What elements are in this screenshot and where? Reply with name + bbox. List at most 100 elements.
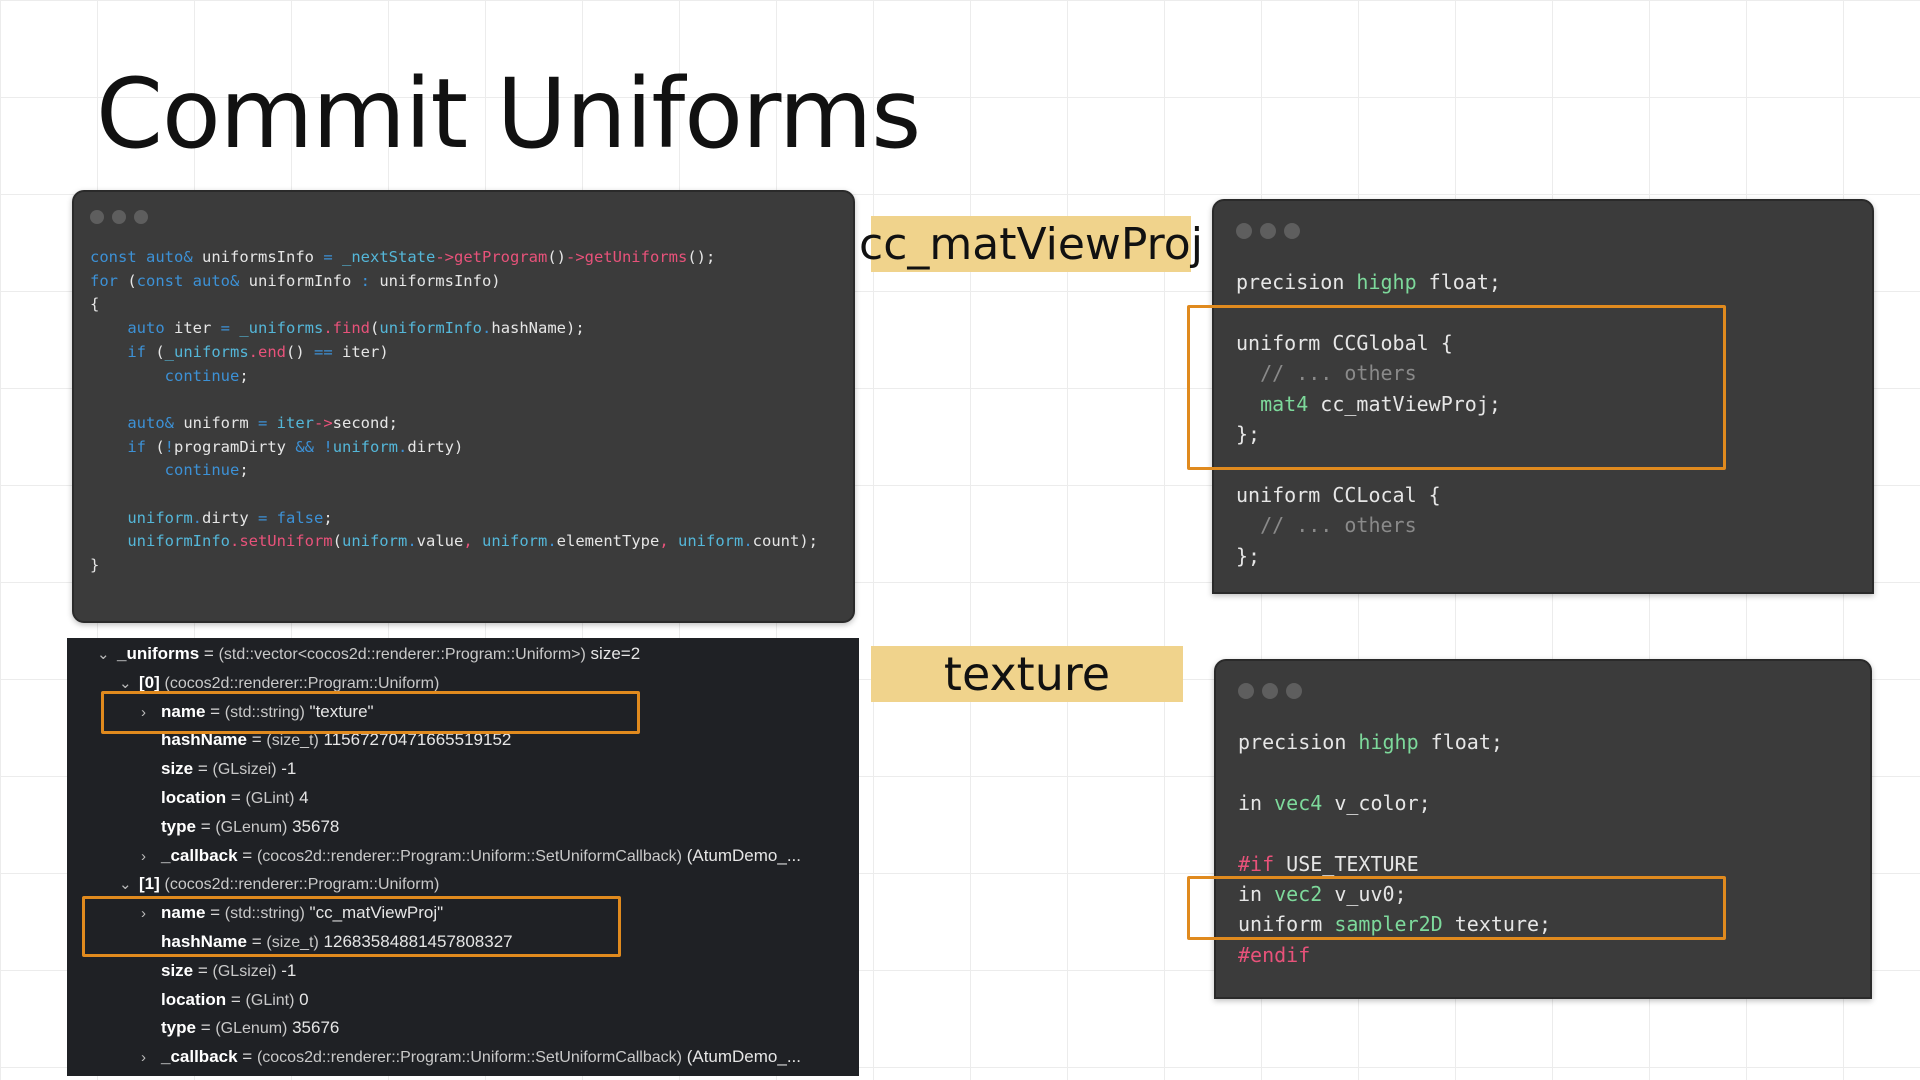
cpp-code-block: const auto& uniformsInfo = _nextState->g…: [90, 246, 818, 578]
debugger-row[interactable]: ›_callback = (cocos2d::renderer::Program…: [141, 842, 801, 870]
code-token: (: [155, 437, 165, 456]
debugger-key: [0]: [139, 672, 160, 692]
code-token: uniform: [332, 437, 399, 456]
code-line: continue;: [90, 461, 249, 479]
code-line: uniform sampler2D texture;: [1238, 912, 1551, 936]
code-token: texture;: [1454, 912, 1552, 937]
debugger-key: size: [161, 759, 194, 779]
code-line: for (const auto& uniformInfo : uniformsI…: [90, 272, 501, 290]
debugger-type: (GLenum): [215, 818, 288, 836]
debugger-row[interactable]: location = (GLint) 0: [141, 986, 309, 1014]
code-token: ;: [239, 461, 249, 480]
debugger-row[interactable]: hashName = (size_t) 11567270471665519152: [141, 726, 511, 754]
code-token: uniformInfo: [248, 271, 361, 290]
code-token: uniform CCGlobal {: [1236, 330, 1453, 355]
chevron-right-icon[interactable]: ›: [141, 847, 146, 865]
code-token: =: [323, 248, 342, 266]
debugger-value: 4: [294, 788, 309, 807]
chevron-down-icon[interactable]: ⌄: [119, 674, 132, 692]
code-line: // ... others: [1236, 513, 1417, 537]
debugger-row[interactable]: ›name = (std::string) "texture": [141, 698, 374, 726]
label-cc-matviewproj-text: cc_matViewProj: [859, 218, 1203, 270]
code-token: _uniforms: [164, 342, 249, 361]
debugger-value: 12683584881457808327: [318, 932, 513, 951]
chevron-right-icon[interactable]: ›: [141, 703, 146, 721]
code-token: =: [258, 508, 277, 527]
code-line: {: [90, 295, 99, 313]
code-line: in vec4 v_color;: [1238, 791, 1431, 815]
code-token: uniform CCLocal {: [1236, 482, 1441, 507]
code-line: }: [90, 556, 99, 574]
debugger-row[interactable]: location = (GLint) 4: [141, 784, 309, 812]
chevron-down-icon[interactable]: ⌄: [119, 876, 132, 894]
code-token: .: [407, 532, 417, 551]
code-token: &&: [295, 437, 324, 456]
code-token: (): [547, 248, 566, 266]
debugger-key: name: [161, 701, 206, 721]
debugger-key: type: [161, 816, 196, 836]
code-line: in vec2 v_uv0;: [1238, 882, 1407, 906]
code-token: iter: [276, 413, 314, 432]
debugger-type: (std::vector<cocos2d::renderer::Program:…: [218, 646, 586, 663]
debugger-row[interactable]: ›name = (std::string) "cc_matViewProj": [141, 899, 443, 927]
debugger-type: (GLsizei): [212, 761, 277, 779]
chevron-down-icon[interactable]: ⌄: [97, 646, 110, 663]
code-token: programDirty: [174, 437, 296, 456]
window-dot-icon: [1262, 683, 1278, 699]
code-token: uniform: [1238, 912, 1335, 937]
debugger-equals: =: [237, 845, 257, 865]
window-dot-icon: [90, 210, 104, 224]
window-controls: [90, 210, 148, 224]
window-controls: [1238, 683, 1302, 699]
debugger-row[interactable]: size = (GLsizei) -1: [141, 957, 296, 985]
debugger-row[interactable]: type = (GLenum) 35678: [141, 813, 339, 841]
debugger-type: (cocos2d::renderer::Program::Uniform::Se…: [256, 1049, 682, 1067]
code-token: [90, 461, 165, 479]
chevron-right-icon[interactable]: ›: [141, 1049, 146, 1067]
code-token: mat4: [1236, 391, 1321, 416]
window-dot-icon: [1236, 223, 1252, 239]
debugger-row[interactable]: ›_callback = (cocos2d::renderer::Program…: [141, 1043, 801, 1071]
debugger-equals: =: [226, 989, 246, 1009]
code-token: if: [127, 342, 156, 361]
code-token: [90, 509, 127, 527]
window-dot-icon: [1260, 223, 1276, 239]
code-line: if (!programDirty && !uniform.dirty): [90, 438, 463, 456]
debugger-row[interactable]: type = (GLenum) 35676: [141, 1014, 339, 1042]
code-token: .: [482, 319, 492, 338]
code-token: USE_TEXTURE: [1286, 851, 1419, 876]
debugger-key: hashName: [161, 730, 247, 750]
code-token: precision: [1238, 730, 1359, 754]
code-token: .find: [323, 319, 371, 338]
debugger-row[interactable]: ⌄[1] (cocos2d::renderer::Program::Unifor…: [119, 870, 439, 898]
debugger-value: -1: [276, 759, 297, 779]
debugger-value: 35678: [287, 816, 340, 836]
code-token: [90, 343, 127, 361]
code-token: [90, 532, 127, 550]
code-token: .: [192, 508, 202, 527]
debugger-key: location: [161, 788, 227, 807]
label-texture-text: texture: [943, 647, 1111, 701]
code-token: #endif: [1238, 942, 1311, 967]
code-line: auto& uniform = iter->second;: [90, 414, 398, 432]
debugger-key: [1]: [139, 874, 160, 894]
code-line: uniform CCGlobal {: [1236, 331, 1453, 355]
debugger-row[interactable]: ⌄[0] (cocos2d::renderer::Program::Unifor…: [119, 669, 439, 697]
chevron-right-icon[interactable]: ›: [141, 905, 146, 923]
debugger-row[interactable]: size = (GLsizei) -1: [141, 755, 296, 783]
code-token: cc_matViewProj;: [1320, 391, 1501, 416]
code-token: ->: [313, 413, 333, 432]
code-token: [90, 414, 127, 432]
code-line: const auto& uniformsInfo = _nextState->g…: [90, 248, 715, 266]
code-token: ==: [314, 342, 342, 361]
debugger-row[interactable]: ⌄_uniforms = (std::vector<cocos2d::rende…: [97, 640, 640, 668]
cpp-code-window: const auto& uniformsInfo = _nextState->g…: [72, 190, 855, 623]
code-token: ,: [659, 532, 678, 551]
code-token: dirty): [407, 437, 464, 456]
code-token: false: [276, 508, 324, 527]
debugger-row[interactable]: hashName = (size_t) 12683584881457808327: [141, 928, 513, 956]
debugger-key: location: [161, 989, 227, 1009]
debugger-type: (GLint): [245, 790, 295, 807]
debugger-key: hashName: [161, 932, 247, 951]
glsl-window-texture: precision highp float; in vec4 v_color; …: [1214, 659, 1872, 999]
